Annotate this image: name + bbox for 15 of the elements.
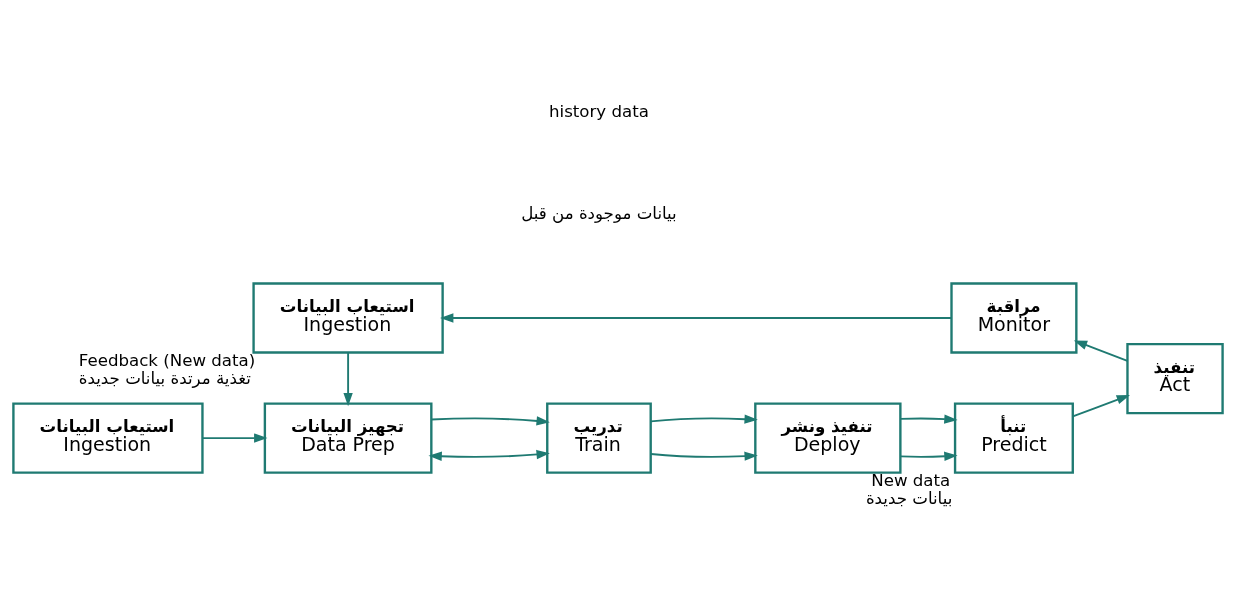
node-label: بيانات جديدة — [865, 488, 953, 508]
arrow — [343, 351, 353, 406]
arrow — [899, 413, 958, 424]
arrow — [650, 451, 758, 461]
node-label: تغذية مرتدة بيانات جديدة — [78, 368, 251, 388]
label: بيانات موجودة من قبل — [521, 203, 677, 223]
arrow — [899, 451, 958, 461]
label: history data — [549, 101, 649, 121]
arrow — [430, 415, 550, 426]
arrow — [1073, 339, 1129, 362]
arrow — [428, 449, 550, 461]
arrow — [650, 414, 758, 424]
arrow — [201, 432, 268, 443]
arrow — [440, 312, 953, 323]
arrow — [1071, 394, 1130, 417]
